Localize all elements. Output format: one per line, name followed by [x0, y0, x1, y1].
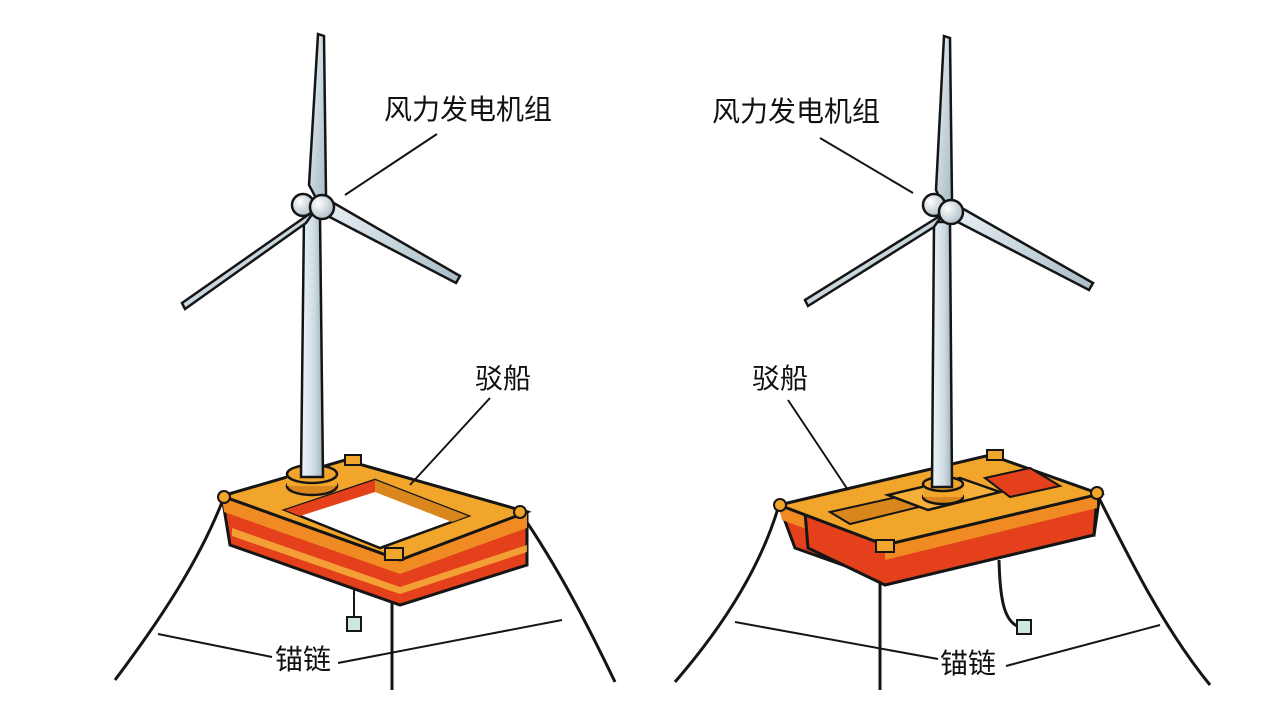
right-chain-label: 锚链 [940, 647, 997, 680]
left-barge [217, 454, 532, 632]
left-leader-lines [157, 133, 563, 664]
right-leader-lines [734, 137, 1161, 667]
left-barge-label: 驳船 [475, 362, 532, 395]
right-tower [921, 220, 965, 506]
right-diagram [673, 34, 1212, 690]
left-diagram [113, 32, 617, 690]
left-tower [285, 213, 339, 497]
left-turbine-label: 风力发电机组 [384, 93, 553, 126]
left-chain-label: 锚链 [275, 643, 332, 676]
right-turbine-label: 风力发电机组 [712, 95, 881, 128]
right-barge-label: 驳船 [752, 362, 809, 395]
left-turbine-rotor [180, 32, 462, 311]
right-turbine-rotor [803, 34, 1095, 308]
